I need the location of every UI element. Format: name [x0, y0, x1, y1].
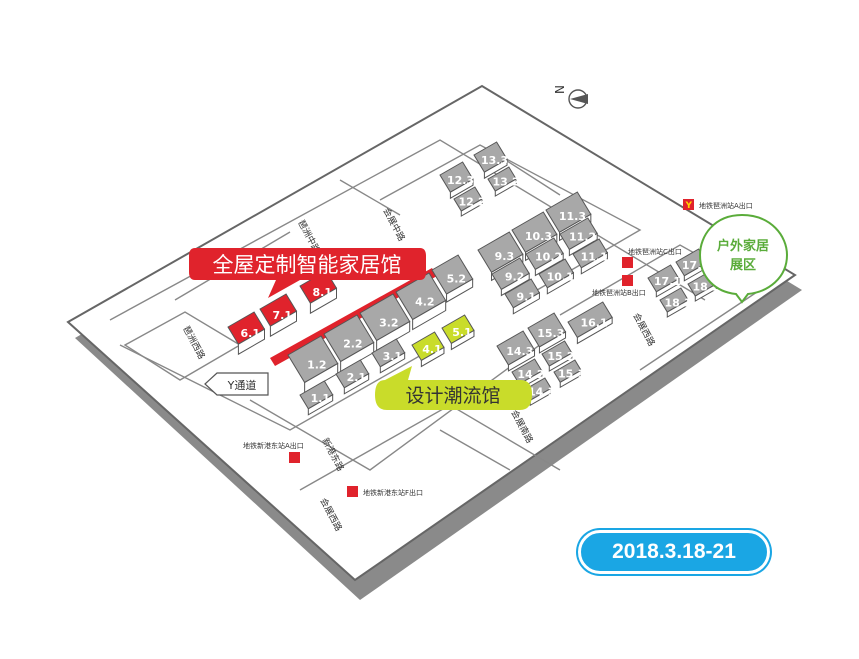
- hall-label: 13.3: [481, 154, 508, 167]
- hall-4-1[interactable]: 4.1: [411, 331, 445, 368]
- metro-exit-a: Y 地铁琶洲站A出口: [683, 199, 753, 211]
- hall-13-3[interactable]: 13.3: [473, 141, 508, 180]
- callout-custom-smart-home: 全屋定制智能家居馆: [189, 248, 426, 298]
- svg-text:地铁琶洲站A出口: 地铁琶洲站A出口: [699, 201, 753, 210]
- hall-label: 9.2: [505, 271, 525, 284]
- hall-label: 17.1: [654, 275, 681, 288]
- hall-label: 15.2: [547, 350, 574, 363]
- hall-3-2[interactable]: 3.2: [359, 293, 411, 352]
- svg-text:地铁新港东站A出口: 地铁新港东站A出口: [243, 441, 304, 450]
- hall-label: 5.1: [452, 326, 472, 339]
- metro-exits: Y 地铁琶洲站A出口 地铁琶洲站C出口 地铁琶洲站B出口 地铁新港东站A出口 地…: [243, 199, 753, 497]
- hall-label: 1.1: [311, 392, 331, 405]
- hall-label: 2.1: [347, 371, 367, 384]
- callout-outdoor-label-line-1: 户外家居: [717, 238, 769, 254]
- hall-label: 3.2: [379, 316, 399, 329]
- compass-needle-icon: [570, 94, 588, 104]
- hall-10-2[interactable]: 10.2: [525, 237, 564, 277]
- hall-label: 4.1: [422, 343, 442, 356]
- hall-label: 8.1: [313, 286, 333, 299]
- hall-13-2[interactable]: 13.2: [487, 166, 520, 197]
- hall-16-1[interactable]: 16.1: [567, 301, 613, 345]
- hall-7-1[interactable]: 7.1: [259, 293, 298, 338]
- compass: N: [553, 85, 588, 109]
- hall-label: 14.3: [506, 345, 533, 358]
- callout-design-trend-label: 设计潮流馆: [405, 385, 500, 407]
- hall-15-1[interactable]: 15.1: [553, 359, 585, 389]
- metro-exit-b: 地铁琶洲站C出口: [622, 247, 682, 268]
- hall-label: 7.1: [273, 309, 293, 322]
- metro-icon: [622, 275, 633, 286]
- hall-15-3[interactable]: 15.3: [527, 312, 567, 354]
- hall-11-2[interactable]: 11.2: [559, 217, 598, 257]
- hall-14-3[interactable]: 14.3: [496, 330, 536, 372]
- hall-label: 14.2: [517, 368, 544, 381]
- hall-label: 10.2: [535, 251, 562, 264]
- hall-1-2[interactable]: 1.2: [287, 335, 339, 394]
- callout-design-trend: 设计潮流馆: [375, 366, 532, 410]
- hall-1-1[interactable]: 1.1: [299, 380, 334, 416]
- y-passage-label: Y通道: [227, 378, 257, 392]
- svg-text:地铁新港东站F出口: 地铁新港东站F出口: [363, 488, 423, 497]
- hall-18-1[interactable]: 18.1: [659, 287, 692, 318]
- hall-5-1[interactable]: 5.1: [441, 314, 475, 351]
- svg-text:地铁琶洲站B出口: 地铁琶洲站B出口: [592, 288, 646, 297]
- hall-label: 1.2: [307, 358, 327, 371]
- metro-exit-d: 地铁新港东站A出口: [243, 441, 304, 463]
- hall-label: 9.3: [495, 250, 515, 263]
- hall-label: 14.1: [528, 386, 555, 399]
- hall-6-1[interactable]: 6.1: [227, 311, 266, 356]
- hall-label: 2.2: [343, 337, 363, 350]
- hall-label: 9.1: [516, 290, 536, 303]
- hall-label: 11.1: [581, 250, 608, 263]
- hall-9-2[interactable]: 9.2: [491, 257, 530, 297]
- hall-label: 11.2: [569, 231, 596, 244]
- hall-10-1[interactable]: 10.1: [538, 258, 575, 295]
- hall-label: 15.1: [558, 368, 585, 381]
- metro-icon: [289, 452, 300, 463]
- metro-icon: [622, 257, 633, 268]
- hall-2-1[interactable]: 2.1: [335, 359, 370, 395]
- metro-exit-e: 地铁新港东站F出口: [347, 486, 423, 497]
- halls-layer: 6.1 7.1 8.1 1.2 2.2 3.2 4.2 5.2 4.1 5.1 1.1 2.1 3.1 9…: [227, 141, 720, 416]
- hall-label: 15.3: [537, 327, 564, 340]
- map-base: [66, 84, 797, 582]
- hall-label: 10.1: [547, 270, 574, 283]
- metro-icon: [683, 199, 694, 210]
- event-date-badge: 2018.3.18-21: [578, 530, 770, 574]
- hall-4-2[interactable]: 4.2: [395, 272, 447, 331]
- metro-exit-c: 地铁琶洲站B出口: [592, 275, 646, 297]
- svg-text:Y: Y: [685, 201, 693, 211]
- compass-label: N: [553, 85, 567, 94]
- hall-3-1[interactable]: 3.1: [371, 338, 406, 374]
- metro-icon: [347, 486, 358, 497]
- hall-15-2[interactable]: 15.2: [541, 340, 575, 372]
- hall-5-2[interactable]: 5.2: [431, 254, 474, 303]
- hall-label: 18.1: [665, 297, 692, 310]
- hall-label: 4.2: [415, 295, 435, 308]
- hall-12-3[interactable]: 12.3: [439, 161, 474, 200]
- hall-label: 12.3: [447, 174, 474, 187]
- hall-12-2[interactable]: 12.2: [453, 186, 486, 217]
- hall-9-1[interactable]: 9.1: [504, 278, 541, 315]
- y-passage-sign: Y通道: [204, 372, 269, 396]
- hall-label: 16.1: [581, 317, 608, 330]
- hall-label: 11.3: [559, 210, 586, 223]
- hall-11-1[interactable]: 11.1: [572, 238, 609, 275]
- svg-text:地铁琶洲站C出口: 地铁琶洲站C出口: [628, 247, 682, 256]
- hall-label: 6.1: [241, 327, 261, 340]
- callout-outdoor-home: 户外家居 展区: [698, 213, 789, 304]
- callout-outdoor-label-line-2: 展区: [730, 258, 756, 273]
- hall-17-1[interactable]: 17.1: [647, 264, 681, 298]
- callout-custom-smart-home-label: 全屋定制智能家居馆: [213, 253, 402, 277]
- hall-label: 13.2: [493, 176, 520, 189]
- hall-label: 10.3: [525, 230, 552, 243]
- hall-label: 12.2: [459, 196, 486, 209]
- hall-label: 5.2: [447, 273, 467, 286]
- hall-label: 3.1: [383, 350, 403, 363]
